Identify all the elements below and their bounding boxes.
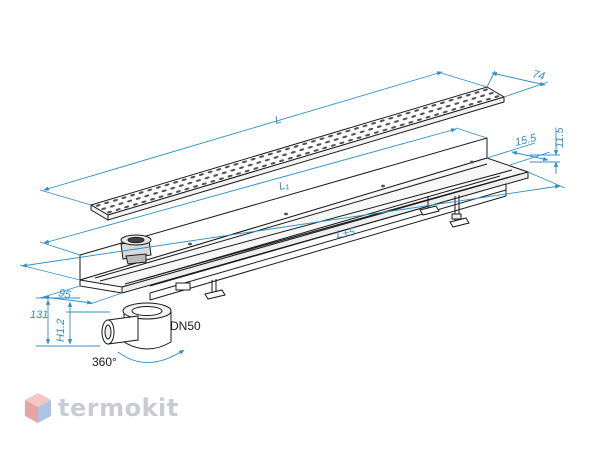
adjust-height-label: H1.2 [55, 319, 67, 342]
leg-front-left [175, 282, 191, 291]
grate-hole [465, 93, 471, 97]
cube-logo-icon [25, 393, 51, 423]
rotation-label: 360° [92, 355, 117, 369]
grate-hole [471, 97, 477, 100]
overall-length-label: L+5 [336, 226, 357, 241]
grate-hole [459, 105, 465, 109]
outlet-labels: DN50 360° [92, 319, 201, 369]
grate-hole [474, 91, 480, 94]
grate-hole [457, 96, 463, 99]
grate-hole [448, 98, 454, 102]
grate-hole [494, 95, 500, 98]
grate-length-label: L [274, 114, 283, 127]
side-width-label: 95 [57, 287, 72, 301]
total-height-label: 131 [30, 309, 48, 321]
brand: termokit [24, 392, 179, 424]
leg-front-mid [204, 279, 226, 300]
grate-hole [442, 110, 448, 114]
channel-length-label: L₁ [278, 179, 291, 193]
grate-hole [480, 94, 486, 98]
rim-height-label: 11.5 [554, 127, 566, 148]
grate-hole [485, 97, 491, 101]
grate-hole [462, 99, 468, 103]
outlet [101, 302, 172, 350]
grate-hole [445, 104, 451, 108]
grate-width-label: 74 [531, 68, 546, 83]
grate-hole [468, 103, 474, 106]
grate-hole [482, 88, 489, 92]
outlet-size-label: DN50 [170, 319, 201, 333]
grate-hole [488, 92, 494, 95]
grate-hole [454, 102, 460, 105]
grate-hole [451, 108, 457, 111]
rim-width-label: 15.5 [514, 132, 539, 149]
dimension-lines [19, 70, 566, 363]
grate-hole [477, 100, 483, 103]
dimension-labels: L 74 L₁ L+5 15.5 11.5 95 131 H1.2 [30, 68, 566, 342]
brand-name: termokit [58, 394, 179, 422]
